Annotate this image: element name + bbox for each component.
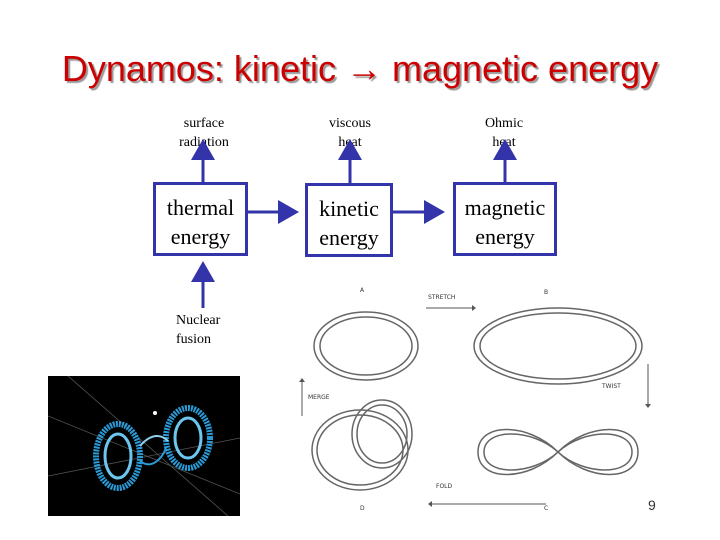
nuclear-fusion-label: Nuclear fusion — [176, 313, 221, 347]
thermal-energy-box: thermal energy — [153, 182, 248, 256]
kinetic-energy-box: kinetic energy — [305, 183, 393, 257]
magnetic-energy-box: magnetic energy — [453, 182, 557, 256]
label-a: A — [360, 287, 365, 294]
label-c: C — [544, 505, 548, 512]
label-d: D — [360, 505, 365, 512]
stretch-label: STRETCH — [428, 294, 455, 301]
stretch-twist-fold-figure: A B C D STRETCH TWIST MERGE FOLD — [296, 282, 658, 516]
page-number: 9 — [648, 497, 656, 513]
label-b: B — [544, 289, 548, 296]
fold-label: FOLD — [436, 483, 453, 490]
dynamo-simulation-image — [47, 375, 241, 517]
merge-label: MERGE — [308, 394, 330, 401]
slide-title: Dynamos: kinetic → magnetic energy — [61, 48, 659, 89]
twist-label: TWIST — [601, 383, 621, 390]
